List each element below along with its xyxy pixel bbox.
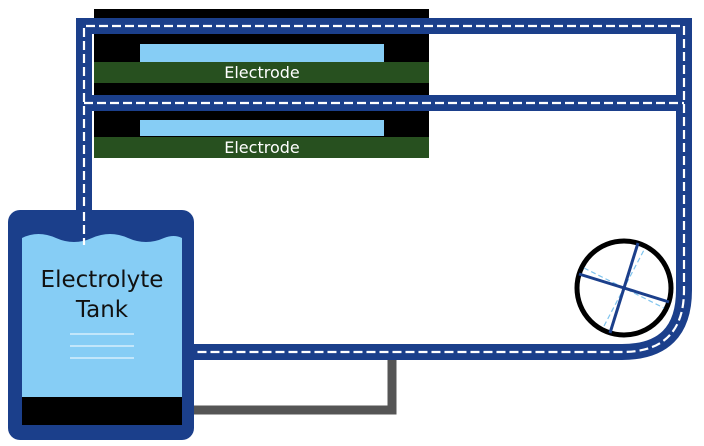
return-pipe <box>190 356 397 415</box>
tank-label-line2: Tank <box>75 297 129 323</box>
tank-label-line1: Electrolyte <box>41 267 164 293</box>
flow-pipe-dashes <box>82 24 686 354</box>
bottom-electrode-bar <box>94 137 429 158</box>
bottom-electrode-label: Electrode <box>224 138 299 157</box>
electrolyte-tank: Electrolyte Tank <box>8 210 194 440</box>
tank-base <box>22 397 182 425</box>
tank-liquid <box>22 234 182 397</box>
top-membrane <box>140 44 384 62</box>
pump-wheel-icon <box>574 238 674 338</box>
top-electrode-label: Electrode <box>224 63 299 82</box>
tank-level-lines <box>70 333 134 359</box>
bottom-membrane <box>140 120 384 136</box>
top-electrode-bar <box>94 62 429 83</box>
